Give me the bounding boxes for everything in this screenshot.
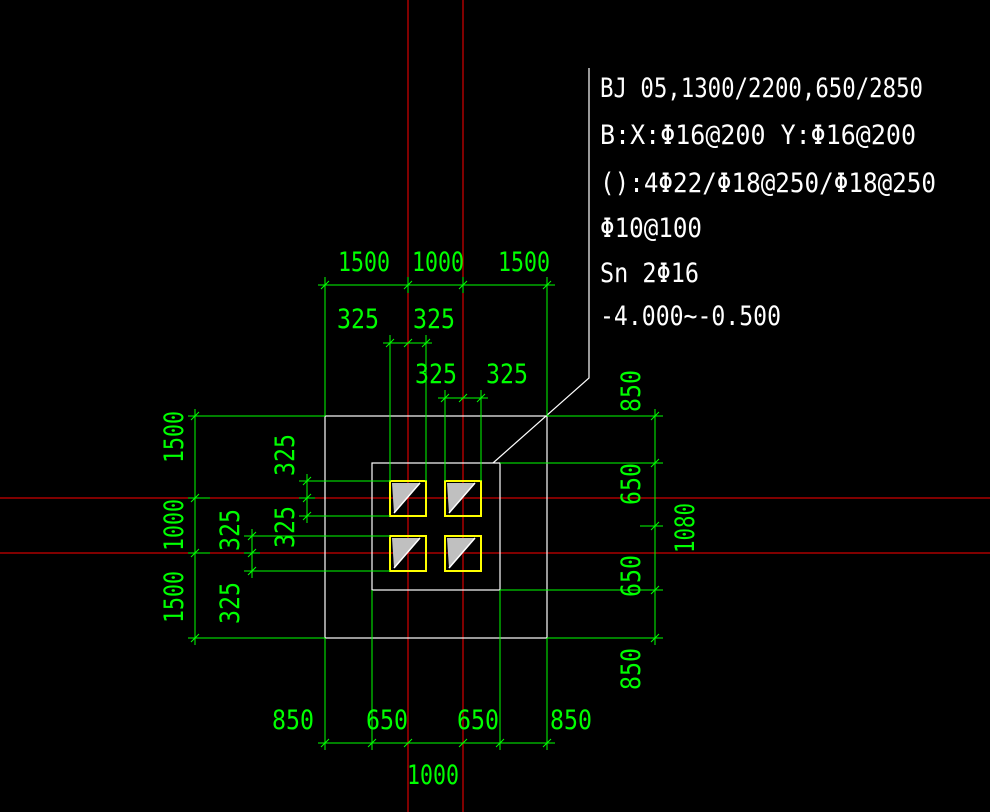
dim-top-1: 1500 xyxy=(338,247,390,278)
annotation-line-4: Φ10@100 xyxy=(600,213,702,244)
dim-top-5: 325 xyxy=(413,304,455,335)
dim-top-7: 325 xyxy=(486,359,528,390)
column-top-right xyxy=(444,480,482,517)
footing-upper-step xyxy=(371,462,501,591)
dim-left-3: 1500 xyxy=(159,571,190,623)
column-bottom-left xyxy=(389,535,427,572)
dim-right-3: 650 xyxy=(616,555,647,597)
column-bottom-right xyxy=(444,535,482,572)
annotation-line-1: BJ 05,1300/2200,650/2850 xyxy=(600,73,923,104)
annotation-line-2: B:X:Φ16@200 Y:Φ16@200 xyxy=(600,120,916,151)
dim-bottom-4: 850 xyxy=(550,705,592,736)
column-top-left xyxy=(389,480,427,517)
dim-top-2: 1000 xyxy=(412,247,464,278)
dim-bottom-2: 650 xyxy=(366,705,408,736)
dim-right-2: 650 xyxy=(616,463,647,505)
dim-bottom-3: 650 xyxy=(457,705,499,736)
column-group xyxy=(389,480,482,572)
dimension-lines xyxy=(188,277,663,750)
dim-bottom-5: 1000 xyxy=(407,760,459,791)
footing-lower-step xyxy=(324,415,548,639)
annotation-line-3: ():4Φ22/Φ18@250/Φ18@250 xyxy=(600,168,936,199)
dim-left-5: 325 xyxy=(270,506,301,548)
dim-left-2: 1000 xyxy=(159,499,190,551)
dim-bottom-1: 850 xyxy=(272,705,314,736)
dim-top-4: 325 xyxy=(337,304,379,335)
dim-right-1: 850 xyxy=(616,370,647,412)
dim-right-total: 1080 xyxy=(670,503,701,553)
annotation-line-5: Sn 2Φ16 xyxy=(600,258,699,289)
dimension-texts: 1500 1000 1500 325 325 325 325 850 650 6… xyxy=(159,247,701,791)
dim-left-1: 1500 xyxy=(159,411,190,463)
dim-left-7: 325 xyxy=(215,582,246,624)
footing-outline xyxy=(324,68,590,639)
dim-top-6: 325 xyxy=(415,359,457,390)
annotation-leader-line xyxy=(492,68,590,464)
dim-left-4: 325 xyxy=(270,434,301,476)
annotation-block: BJ 05,1300/2200,650/2850 B:X:Φ16@200 Y:Φ… xyxy=(600,73,936,332)
dim-right-4: 850 xyxy=(616,648,647,690)
dim-top-3: 1500 xyxy=(498,247,550,278)
annotation-line-6: -4.000~-0.500 xyxy=(600,301,781,332)
dim-left-6: 325 xyxy=(215,509,246,551)
